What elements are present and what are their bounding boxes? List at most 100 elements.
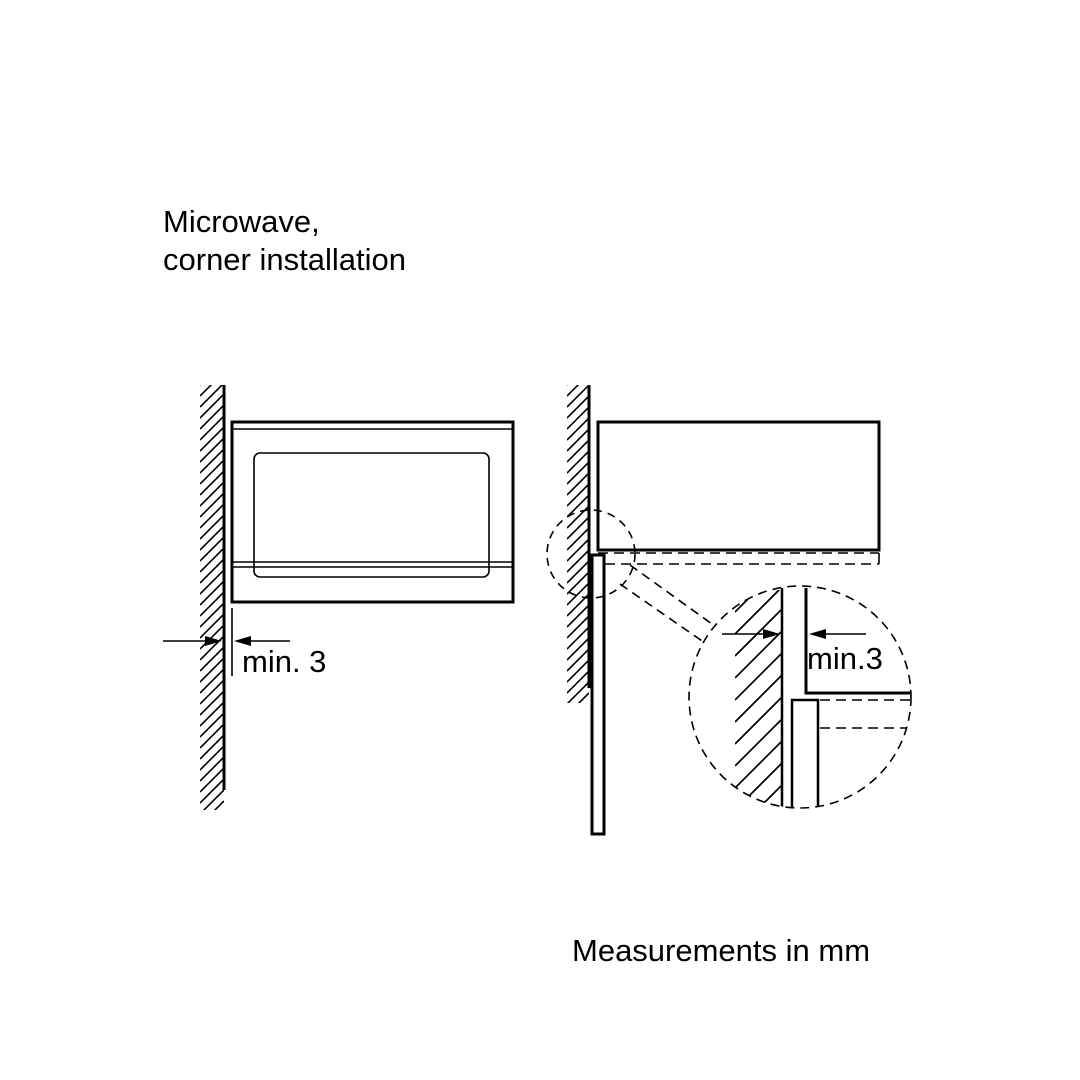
microwave-front-body (230, 420, 515, 604)
hatch-line (567, 428, 589, 452)
detail-wall-hatch (735, 590, 782, 898)
hatch-line (567, 505, 589, 529)
hatch-line (567, 472, 589, 496)
title-line-1: Microwave, (163, 204, 320, 239)
hatch-line (567, 516, 589, 540)
title-line-2: corner installation (163, 242, 406, 277)
detail-leader-line-2 (629, 564, 713, 625)
hatch-line (567, 385, 569, 386)
hatch-line (567, 439, 589, 463)
hatch-line (200, 723, 224, 749)
hatch-line (200, 547, 224, 573)
side-view (546, 385, 912, 898)
hatch-line (200, 448, 224, 474)
hatch-line (200, 525, 224, 551)
hatch-line (567, 494, 589, 518)
detail-arrow-right-head (809, 629, 826, 639)
hatch-line (735, 630, 782, 679)
hatch-line (577, 692, 589, 703)
hatch-line (567, 450, 589, 474)
detail-door-panel (790, 698, 820, 808)
hatch-line (200, 536, 224, 562)
hatch-line (200, 569, 224, 595)
hatch-line (567, 406, 589, 430)
hatch-line (567, 604, 589, 628)
hatch-line (735, 829, 782, 876)
hatch-line (200, 635, 224, 661)
hatch-line (735, 740, 782, 789)
hatch-line (200, 657, 224, 683)
hatch-line (200, 385, 224, 408)
hatch-line (200, 492, 224, 518)
hatch-line (567, 659, 589, 683)
hatch-line (200, 613, 224, 639)
hatch-line (200, 778, 224, 804)
hatch-line (735, 608, 782, 657)
hatch-line (735, 590, 782, 613)
hatch-line (735, 590, 782, 635)
hatch-line (735, 696, 782, 745)
hatch-line (200, 481, 224, 507)
hatch-line (200, 624, 224, 650)
hatch-line (567, 461, 589, 485)
hatch-line (200, 712, 224, 738)
detail-leader-line-1 (619, 583, 706, 644)
hatch-line (200, 415, 224, 441)
hatch-line (735, 806, 782, 808)
hatch-line (213, 800, 224, 810)
hatch-line (200, 591, 224, 617)
hatch-line (200, 701, 224, 727)
front-view (163, 385, 515, 858)
hatch-line (200, 812, 224, 836)
hatch-line (735, 784, 782, 808)
detail-microwave-corner (804, 588, 911, 695)
hatch-line (735, 652, 782, 701)
side-wall-hatch (567, 385, 589, 726)
hatch-line (200, 602, 224, 628)
hatch-line (202, 789, 224, 810)
detail-arrow-left-head (763, 629, 780, 639)
hatch-line (567, 538, 589, 562)
hatch-line (567, 385, 580, 397)
hatch-line (735, 851, 782, 898)
hatch-line (567, 704, 589, 726)
hatch-line (567, 637, 589, 661)
hatch-line (200, 514, 224, 540)
detail-contents (780, 588, 911, 808)
hatch-line (200, 668, 224, 694)
hatch-line (567, 582, 589, 606)
hatch-line (567, 527, 589, 551)
hatch-line (200, 404, 224, 430)
hatch-line (200, 459, 224, 485)
hatch-line (567, 560, 589, 584)
hatch-line (567, 681, 589, 703)
microwave-side-body (596, 420, 881, 552)
hatch-line (200, 756, 224, 782)
hatch-line (200, 503, 224, 529)
detail-magnified-circle (688, 585, 912, 809)
hatch-line (567, 385, 589, 408)
detail-callout-circle (546, 509, 636, 599)
hatch-line (200, 690, 224, 716)
hatch-line (567, 648, 589, 672)
hatch-line (200, 558, 224, 584)
hatch-line (567, 626, 589, 650)
hatch-line (200, 646, 224, 672)
hatch-line (200, 834, 224, 858)
hatch-line (200, 385, 202, 386)
hatch-line (200, 745, 224, 771)
side-door-panel (590, 553, 606, 836)
hatch-line (200, 767, 224, 793)
hatch-line (735, 762, 782, 808)
hatch-line (200, 470, 224, 496)
hatch-line (567, 549, 589, 573)
front-clearance-label: min. 3 (242, 644, 326, 679)
hatch-line (567, 395, 589, 419)
diagram-title: Microwave, corner installation (163, 204, 406, 277)
front-wall-hatch (200, 385, 224, 858)
front-clearance-arrow-right-head (234, 636, 251, 646)
measurements-note: Measurements in mm (572, 933, 870, 968)
hatch-line (200, 426, 224, 452)
